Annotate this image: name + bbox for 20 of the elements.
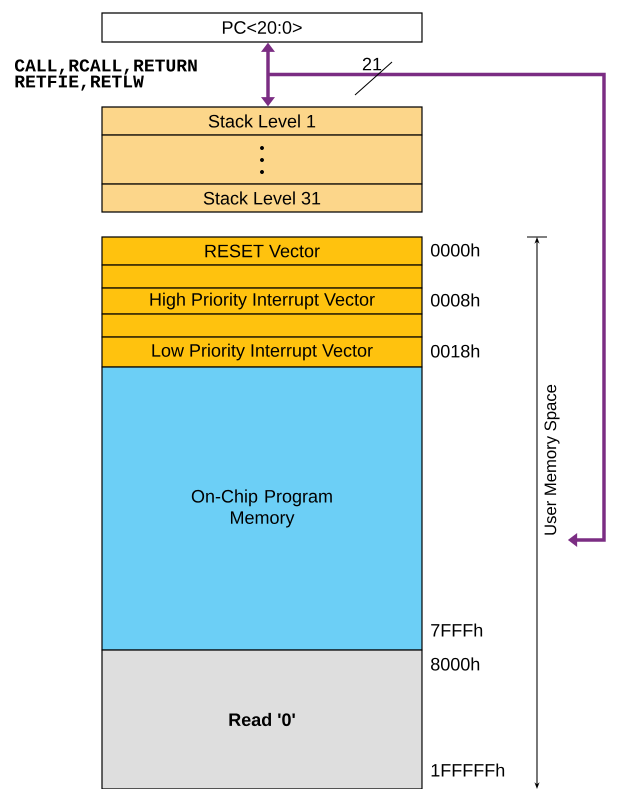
memory-block [101, 264, 423, 289]
address-label: 0008h [430, 293, 480, 307]
register-box: PC<20:0> [101, 12, 423, 43]
stack-level-box: Stack Level 1 [101, 106, 423, 136]
address-label: 0018h [430, 344, 480, 358]
address-label: 8000h [431, 657, 480, 671]
instruction-label: CALL,RCALL,RETURN RETFIE,RETLW [14, 59, 197, 91]
memory-block: Read '0' [101, 649, 423, 789]
bus-width-label: 21 [362, 58, 382, 70]
stack-box [101, 134, 423, 185]
stack-level-box: Stack Level 31 [101, 183, 423, 213]
axis-label: User Memory Space [544, 384, 560, 535]
memory-block [101, 313, 423, 338]
memory-block: On-Chip Program Memory [101, 366, 423, 651]
vector-box: High Priority Interrupt Vector [101, 287, 423, 315]
arrow [268, 72, 606, 547]
address-label: 7FFFh [431, 623, 482, 637]
address-label: 0000h [430, 243, 480, 257]
vector-box: Low Priority Interrupt Vector [101, 336, 423, 368]
vector-box: RESET Vector [101, 236, 423, 266]
